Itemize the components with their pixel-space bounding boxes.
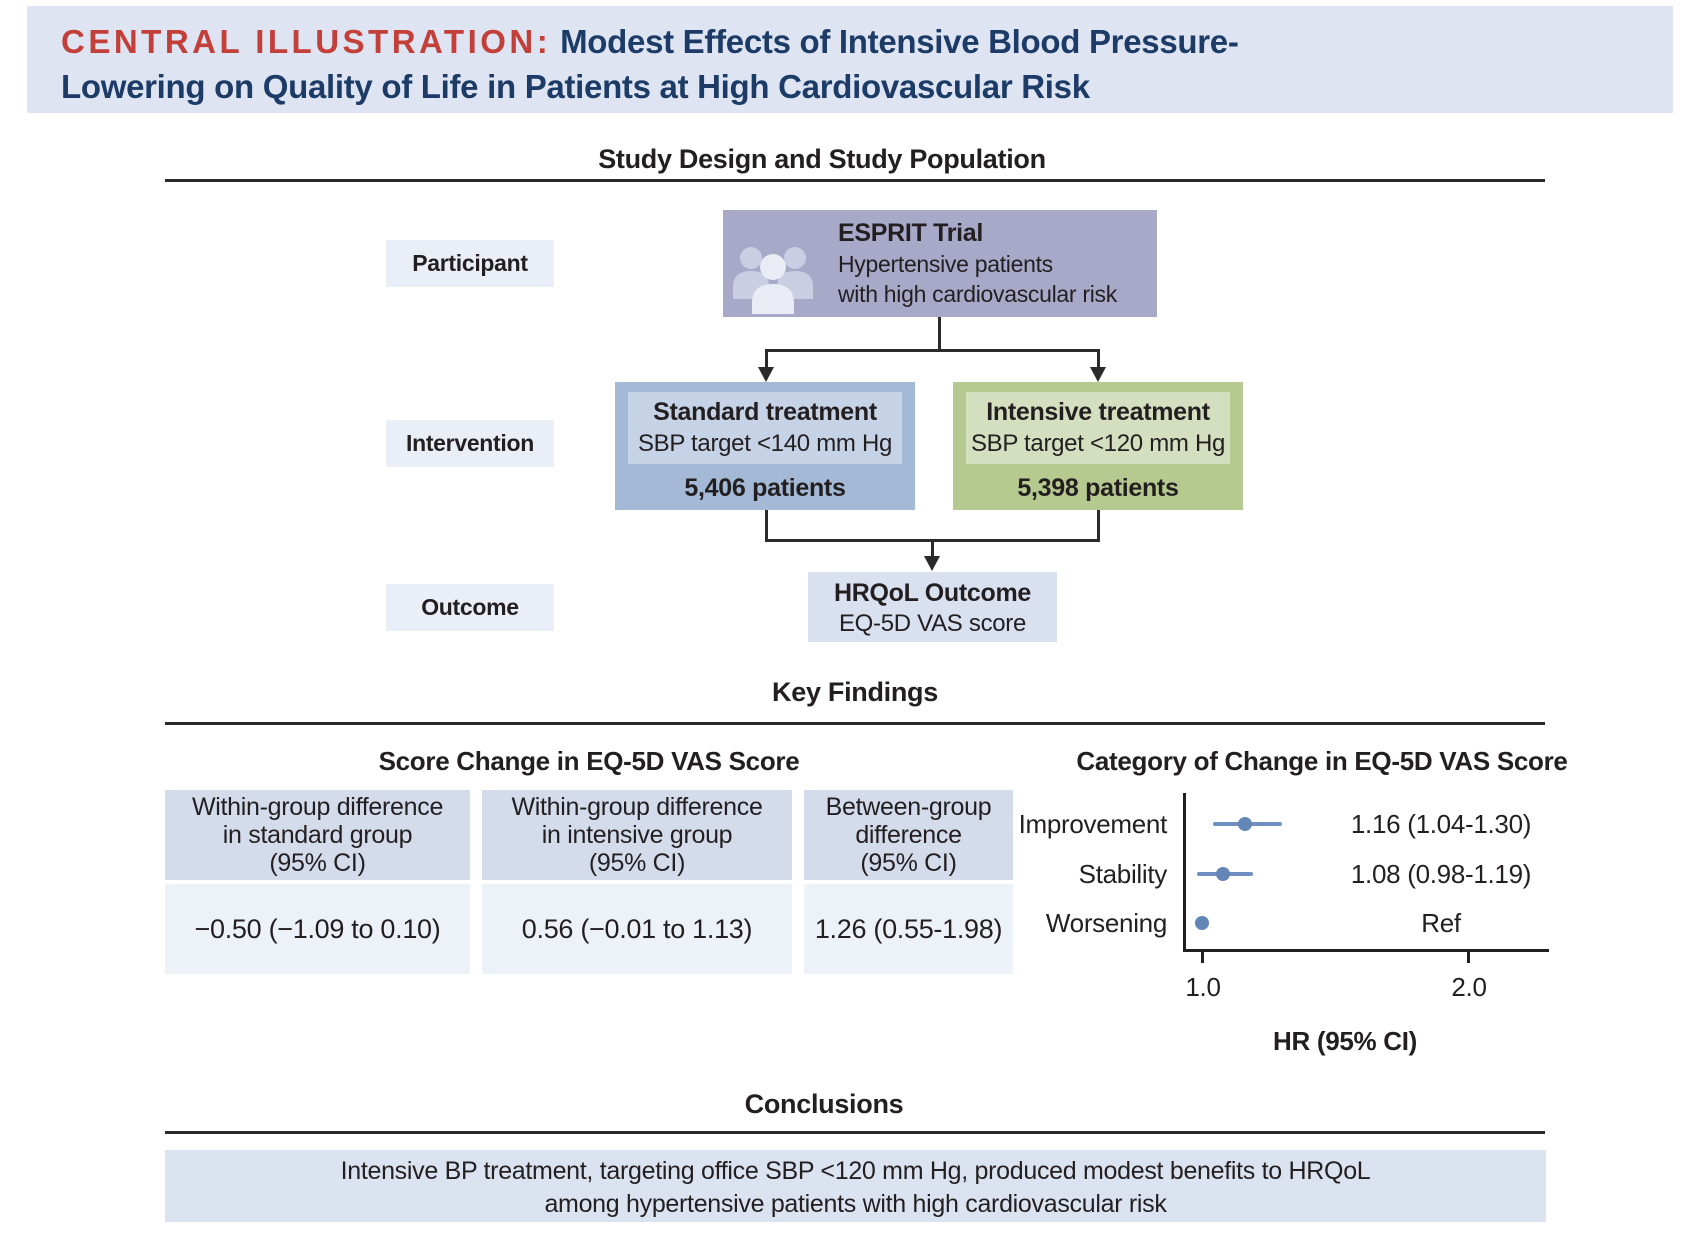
figure-title: CENTRAL ILLUSTRATION: Modest Effects of …	[61, 19, 1691, 109]
forest-category-stability: Stability	[1078, 859, 1168, 889]
score-table-title: Score Change in EQ-5D VAS Score	[378, 746, 800, 776]
standard-treatment-inner: Standard treatment SBP target <140 mm Hg	[628, 392, 902, 464]
central-illustration-label: CENTRAL ILLUSTRATION:	[61, 23, 552, 60]
row-label-participant: Participant	[386, 240, 554, 287]
conclusion-box: Intensive BP treatment, targeting office…	[165, 1150, 1546, 1222]
forest-value-improvement: 1.16 (1.04-1.30)	[1350, 809, 1532, 839]
y-axis-line	[1183, 793, 1186, 952]
esprit-trial-line2: with high cardiovascular risk	[838, 281, 1117, 307]
hazard-ratio-point	[1195, 916, 1209, 930]
confidence-interval-line	[1196, 872, 1253, 876]
intensive-treatment-title: Intensive treatment	[986, 398, 1210, 426]
table-header-between: Between-group difference (95% CI)	[804, 790, 1013, 880]
figure-title-line1: Modest Effects of Intensive Blood Pressu…	[551, 23, 1239, 60]
connector-line	[931, 539, 934, 558]
table-value-between: 1.26 (0.55-1.98)	[804, 884, 1013, 974]
forest-category-improvement: Improvement	[1018, 809, 1168, 839]
table-header-line: in standard group	[222, 821, 413, 849]
connector-line	[765, 349, 768, 369]
section-divider	[165, 1131, 1545, 1134]
table-header-line: (95% CI)	[269, 849, 366, 877]
arrow-down-icon	[758, 367, 774, 382]
table-value-intensive: 0.56 (−0.01 to 1.13)	[482, 884, 792, 974]
standard-treatment-target: SBP target <140 mm Hg	[637, 430, 893, 457]
table-header-intensive: Within-group difference in intensive gro…	[482, 790, 792, 880]
table-header-line: in intensive group	[541, 821, 733, 849]
hrqol-outcome-title: HRQoL Outcome	[833, 579, 1032, 607]
study-design-heading: Study Design and Study Population	[598, 144, 1046, 174]
conclusions-heading: Conclusions	[744, 1089, 904, 1119]
intensive-treatment-box: Intensive treatment SBP target <120 mm H…	[953, 382, 1243, 510]
table-header-line: Within-group difference	[191, 793, 444, 821]
section-divider	[165, 722, 1545, 725]
people-group-icon	[733, 247, 813, 314]
x-tick-label-2: 2.0	[1451, 972, 1487, 1002]
confidence-interval-line	[1212, 822, 1282, 826]
hazard-ratio-point	[1216, 867, 1231, 881]
standard-treatment-count: 5,406 patients	[684, 474, 846, 502]
x-axis-line	[1183, 949, 1549, 952]
intensive-treatment-target: SBP target <120 mm Hg	[970, 430, 1226, 457]
section-divider	[165, 179, 1545, 182]
forest-plot-title: Category of Change in EQ-5D VAS Score	[1076, 746, 1568, 776]
standard-treatment-title: Standard treatment	[653, 398, 877, 426]
figure-title-line2: Lowering on Quality of Life in Patients …	[61, 68, 1090, 105]
forest-category-worsening: Worsening	[1045, 908, 1167, 938]
header-band: CENTRAL ILLUSTRATION: Modest Effects of …	[27, 6, 1673, 113]
x-axis-tick	[1467, 952, 1470, 963]
connector-line	[765, 349, 1100, 352]
table-header-line: (95% CI)	[588, 849, 686, 877]
table-value-standard: −0.50 (−1.09 to 0.10)	[165, 884, 470, 974]
table-header-line: difference	[855, 821, 962, 849]
connector-line	[938, 317, 941, 349]
table-header-line: (95% CI)	[860, 849, 957, 877]
esprit-trial-box: ESPRIT Trial Hypertensive patients with …	[723, 210, 1157, 317]
esprit-trial-line1: Hypertensive patients	[838, 251, 1053, 277]
row-label-outcome: Outcome	[386, 584, 554, 631]
intensive-treatment-count: 5,398 patients	[1017, 474, 1179, 502]
key-findings-heading: Key Findings	[772, 677, 938, 707]
esprit-trial-title: ESPRIT Trial	[838, 219, 984, 247]
table-header-standard: Within-group difference in standard grou…	[165, 790, 470, 880]
conclusion-line1: Intensive BP treatment, targeting office…	[340, 1157, 1371, 1185]
x-axis-tick	[1201, 952, 1204, 963]
connector-line	[765, 510, 768, 542]
hazard-ratio-point	[1237, 817, 1252, 831]
row-label-intervention: Intervention	[386, 420, 554, 467]
forest-value-stability: 1.08 (0.98-1.19)	[1350, 859, 1532, 889]
hrqol-outcome-measure: EQ-5D VAS score	[838, 610, 1027, 637]
table-header-line: Within-group difference	[511, 793, 763, 821]
table-header-line: Between-group	[825, 793, 992, 821]
forest-value-worsening: Ref	[1421, 908, 1461, 938]
arrow-down-icon	[924, 556, 940, 571]
x-tick-label-1: 1.0	[1185, 972, 1221, 1002]
standard-treatment-box: Standard treatment SBP target <140 mm Hg…	[615, 382, 915, 510]
intensive-treatment-inner: Intensive treatment SBP target <120 mm H…	[966, 392, 1230, 464]
connector-line	[1097, 349, 1100, 369]
conclusion-line2: among hypertensive patients with high ca…	[544, 1190, 1167, 1218]
x-axis-title: HR (95% CI)	[1272, 1026, 1418, 1056]
arrow-down-icon	[1090, 367, 1106, 382]
hrqol-outcome-box: HRQoL Outcome EQ-5D VAS score	[808, 572, 1057, 642]
connector-line	[1097, 510, 1100, 542]
